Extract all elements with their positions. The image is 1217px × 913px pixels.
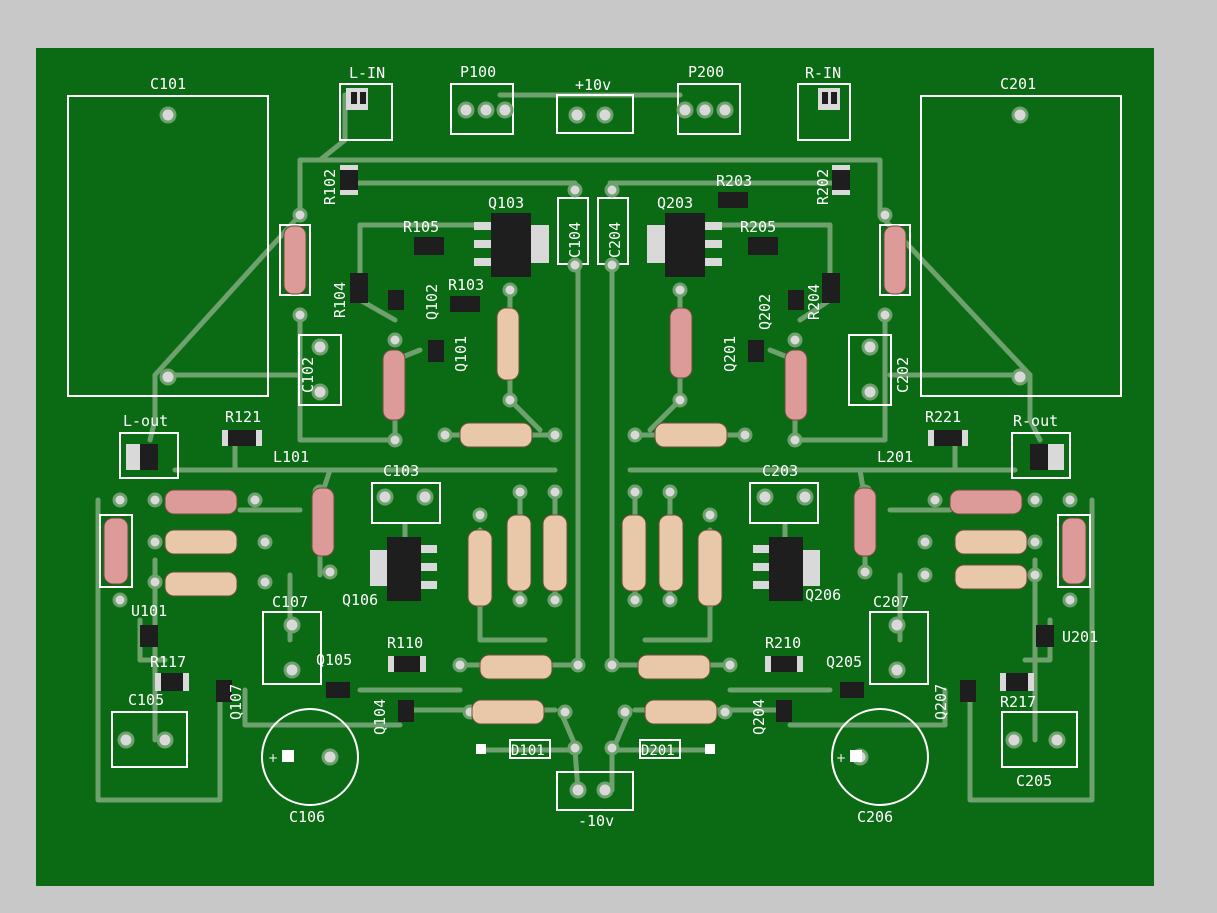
c106-outline [261, 708, 359, 806]
r-in-outline [797, 83, 851, 141]
c203-outline [749, 482, 819, 524]
c205-outline [1001, 711, 1078, 768]
label-q205: Q205 [826, 653, 862, 671]
label-c104: C104 [566, 222, 584, 258]
c207-outline [869, 611, 929, 685]
c103-outline [371, 482, 441, 524]
label-c206: C206 [857, 808, 893, 826]
label-r105: R105 [403, 218, 439, 236]
labels: C101 C201 L-IN R-IN P100 P200 +10v -10v … [123, 63, 1098, 830]
label-c101: C101 [150, 75, 186, 93]
minus10v-outline [556, 771, 634, 811]
label-q103: Q103 [488, 194, 524, 212]
label-r117: R117 [150, 653, 186, 671]
transistors [126, 88, 1064, 722]
label-u201: U201 [1062, 628, 1098, 646]
c102-outline [298, 334, 342, 406]
label-q202: Q202 [756, 294, 774, 330]
label-c201: C201 [1000, 75, 1036, 93]
label-l-in: L-IN [349, 64, 385, 82]
d201-outline [639, 739, 681, 759]
label-c107: C107 [272, 593, 308, 611]
label-c106: C106 [289, 808, 325, 826]
label-p200: P200 [688, 63, 724, 81]
label-l-out: L-out [123, 412, 168, 430]
label-l101: L101 [273, 448, 309, 466]
label-r221: R221 [925, 408, 961, 426]
l-in-outline [339, 83, 393, 141]
c206-outline [831, 708, 929, 806]
label-q201: Q201 [721, 336, 739, 372]
pads [112, 101, 1078, 799]
label-minus10v: -10v [578, 812, 614, 830]
resistors [103, 225, 1087, 725]
label-l201: L201 [877, 448, 913, 466]
label-c202: C202 [894, 357, 912, 393]
l-out-outline [119, 432, 179, 479]
label-c203: C203 [762, 462, 798, 480]
c105-outline [111, 711, 188, 768]
plus10v-outline [556, 94, 634, 134]
label-plus10v: +10v [575, 76, 611, 94]
label-r217: R217 [1000, 693, 1036, 711]
label-q104: Q104 [371, 699, 389, 735]
label-r110: R110 [387, 634, 423, 652]
smd-resistors [155, 165, 1034, 691]
c101-outline [67, 95, 269, 397]
label-q106: Q106 [342, 591, 378, 609]
c202-outline [848, 334, 892, 406]
label-c102: C102 [299, 357, 317, 393]
c201-outline [920, 95, 1122, 397]
label-r205: R205 [740, 218, 776, 236]
svg-text:+: + [836, 751, 846, 765]
label-r210: R210 [765, 634, 801, 652]
label-c204: C204 [606, 222, 624, 258]
label-q206: Q206 [805, 586, 841, 604]
label-q204: Q204 [750, 699, 768, 735]
label-r203: R203 [716, 172, 752, 190]
label-u101: U101 [131, 602, 167, 620]
label-q207: Q207 [932, 684, 950, 720]
label-q107: Q107 [227, 684, 245, 720]
label-c105: C105 [128, 691, 164, 709]
square-pads [282, 744, 862, 762]
c107-outline [262, 611, 322, 685]
label-r103: R103 [448, 276, 484, 294]
label-r204: R204 [805, 284, 823, 320]
label-q101: Q101 [452, 336, 470, 372]
r-out-outline [1011, 432, 1071, 479]
silkscreen [67, 83, 1122, 811]
label-r121: R121 [225, 408, 261, 426]
label-c103: C103 [383, 462, 419, 480]
polarity-marks: + + [268, 751, 846, 765]
label-r102: R102 [321, 169, 339, 205]
pcb-board [36, 48, 1154, 886]
d101-outline [509, 739, 551, 759]
label-q105: Q105 [316, 651, 352, 669]
label-r104: R104 [331, 282, 349, 318]
label-q102: Q102 [423, 284, 441, 320]
svg-text:+: + [268, 751, 278, 765]
label-q203: Q203 [657, 194, 693, 212]
label-p100: P100 [460, 63, 496, 81]
label-r-in: R-IN [805, 64, 841, 82]
label-c205: C205 [1016, 772, 1052, 790]
label-d201: D201 [641, 743, 675, 759]
label-c207: C207 [873, 593, 909, 611]
label-r-out: R-out [1013, 412, 1058, 430]
label-r202: R202 [814, 169, 832, 205]
label-d101: D101 [511, 743, 545, 759]
